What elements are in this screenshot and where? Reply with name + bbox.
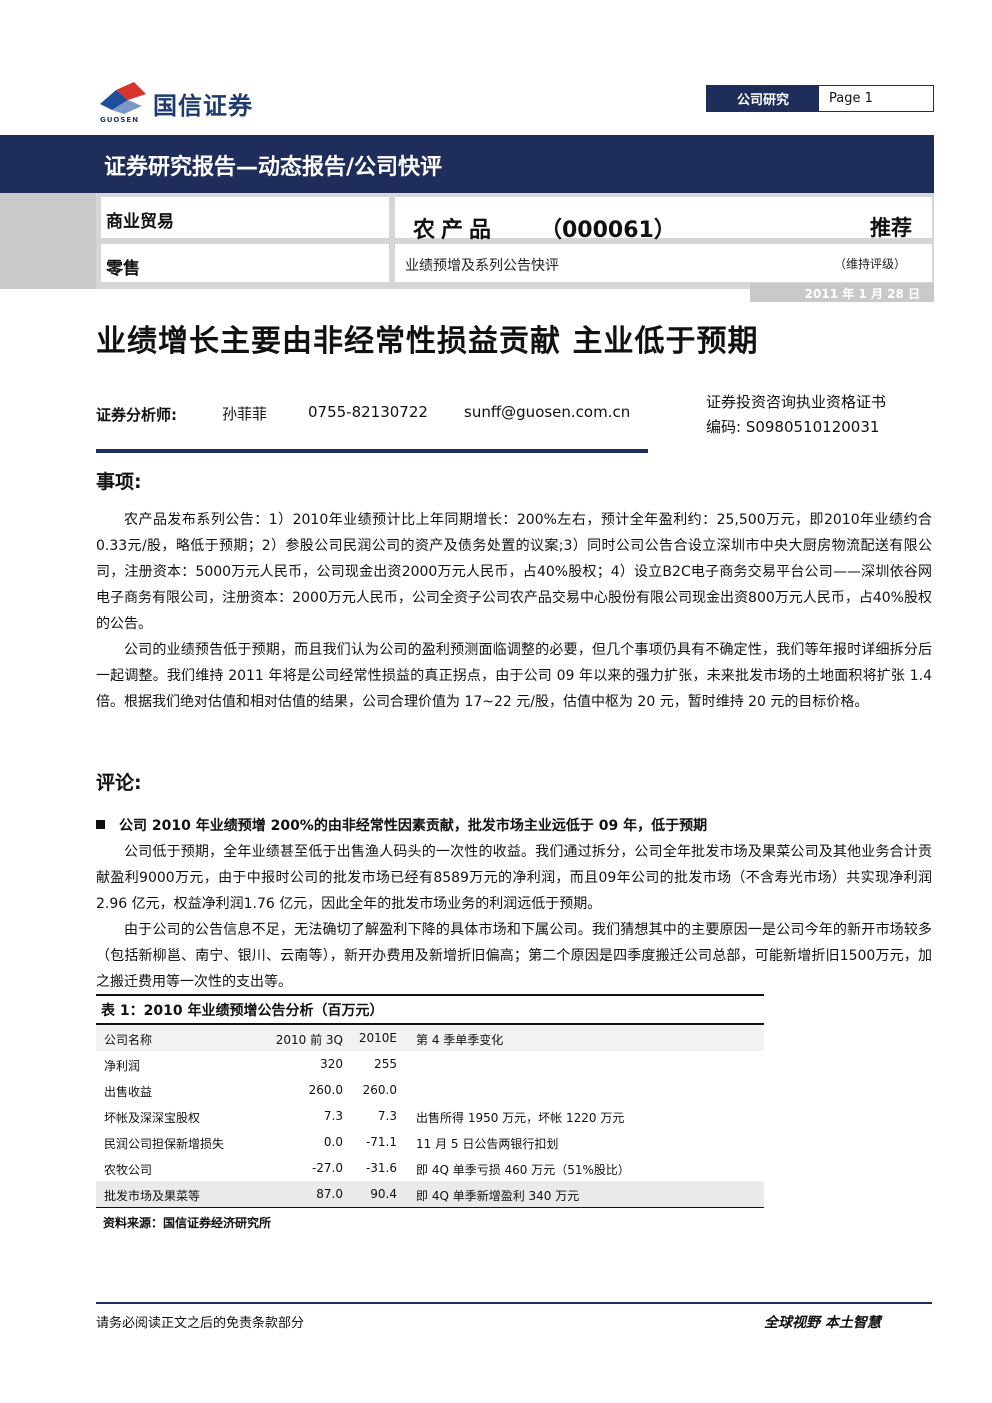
report-type: 证券研究报告—动态报告/公司快评 bbox=[104, 155, 443, 180]
sector-primary: 商业贸易 bbox=[106, 212, 174, 232]
table-cell: 11 月 5 日公告两银行扣划 bbox=[416, 1137, 559, 1151]
cert-label: 证券投资咨询执业资格证书 bbox=[706, 393, 887, 411]
table-cell: 出售收益 bbox=[104, 1085, 153, 1099]
guosen-logo-icon bbox=[100, 82, 146, 114]
page-number: Page 1 bbox=[829, 91, 873, 106]
table-cell: 90.4 bbox=[370, 1187, 397, 1201]
bullet-text: 公司 2010 年业绩预增 200%的由非经常性因素贡献，批发市场主业远低于 0… bbox=[119, 818, 708, 834]
footer-divider bbox=[96, 1302, 932, 1304]
cert-code: 编码: S0980510120031 bbox=[706, 418, 880, 436]
table-cell: 批发市场及果菜等 bbox=[104, 1189, 201, 1203]
table-cell: 320 bbox=[320, 1057, 343, 1071]
comments-bullet: 公司 2010 年业绩预增 200%的由非经常性因素贡献，批发市场主业远低于 0… bbox=[96, 815, 707, 835]
table-cell: 260.0 bbox=[362, 1083, 397, 1097]
table-cell: 出售所得 1950 万元，坏帐 1220 万元 bbox=[416, 1111, 625, 1125]
analyst-email[interactable]: sunff@guosen.com.cn bbox=[464, 403, 631, 421]
events-paragraph: 公司的业绩预告低于预期，而且我们认为公司的盈利预测面临调整的必要，但几个事项仍具… bbox=[96, 642, 932, 710]
table-cell: 即 4Q 单季新增盈利 340 万元 bbox=[416, 1189, 580, 1203]
table-cell: 民润公司担保新增损失 bbox=[104, 1137, 225, 1151]
table-rule bbox=[96, 1023, 764, 1025]
table-cell: 农牧公司 bbox=[104, 1163, 153, 1177]
table-header-bg bbox=[96, 1025, 764, 1051]
sector-secondary: 零售 bbox=[106, 259, 140, 279]
report-category: 公司研究 bbox=[707, 86, 819, 111]
table-row: 净利润 320 255 bbox=[96, 1051, 764, 1077]
comments-paragraph: 由于公司的公告信息不足，无法确切了解盈利下降的具体市场和下属公司。我们猜想其中的… bbox=[96, 922, 932, 990]
bullet-square-icon bbox=[96, 820, 105, 829]
comments-body: 公司低于预期，全年业绩甚至低于出售渔人码头的一次性的收益。我们通过拆分，公司全年… bbox=[96, 839, 932, 995]
table-cell: 0.0 bbox=[323, 1135, 343, 1149]
table-header-cell: 2010 前 3Q bbox=[275, 1033, 343, 1047]
date-bar: 2011 年 1 月 28 日 bbox=[750, 283, 934, 302]
stock-name: 农产品 bbox=[413, 218, 498, 243]
table-cell: 7.3 bbox=[323, 1109, 343, 1123]
table-cell: -71.1 bbox=[365, 1135, 397, 1149]
table-row: 坏帐及深深宝股权 7.3 7.3 出售所得 1950 万元，坏帐 1220 万元 bbox=[96, 1103, 764, 1129]
headline: 业绩增长主要由非经常性损益贡献 主业低于预期 bbox=[96, 324, 759, 359]
table-row: 出售收益 260.0 260.0 bbox=[96, 1077, 764, 1103]
table-cell: 7.3 bbox=[377, 1109, 397, 1123]
table-rule bbox=[96, 994, 764, 996]
report-date: 2011 年 1 月 28 日 bbox=[804, 287, 920, 301]
comments-paragraph: 公司低于预期，全年业绩甚至低于出售渔人码头的一次性的收益。我们通过拆分，公司全年… bbox=[96, 844, 932, 912]
table-cell: -27.0 bbox=[311, 1161, 343, 1175]
table-header-cell: 第 4 季单季变化 bbox=[416, 1033, 504, 1047]
comments-heading: 评论: bbox=[96, 772, 142, 794]
table-cell: 260.0 bbox=[308, 1083, 343, 1097]
table-row: 民润公司担保新增损失 0.0 -71.1 11 月 5 日公告两银行扣划 bbox=[96, 1129, 764, 1155]
table-cell: 即 4Q 单季亏损 460 万元（51%股比） bbox=[416, 1163, 630, 1177]
table-cell: -31.6 bbox=[365, 1161, 397, 1175]
rating-note: （维持评级） bbox=[834, 257, 907, 271]
sector-cell-secondary bbox=[101, 244, 389, 282]
header-gray-left bbox=[0, 193, 96, 289]
table-row: 农牧公司 -27.0 -31.6 即 4Q 单季亏损 460 万元（51%股比） bbox=[96, 1155, 764, 1181]
stock-subtitle: 业绩预增及系列公告快评 bbox=[405, 258, 559, 274]
table-cell: 87.0 bbox=[316, 1187, 343, 1201]
table-header-cell: 公司名称 bbox=[104, 1033, 153, 1047]
footer-disclaimer: 请务必阅读正文之后的免责条款部分 bbox=[96, 1316, 305, 1331]
brand-name: 国信证券 bbox=[153, 92, 253, 120]
table-cell: 净利润 bbox=[104, 1059, 141, 1073]
table-cell: 坏帐及深深宝股权 bbox=[104, 1111, 201, 1125]
stock-code: （000061） bbox=[540, 218, 676, 243]
events-heading: 事项: bbox=[96, 471, 142, 493]
table-rule bbox=[96, 1207, 764, 1208]
analyst-name: 孙菲菲 bbox=[222, 405, 268, 423]
stock-rating: 推荐 bbox=[870, 216, 912, 240]
analyst-label: 证券分析师: bbox=[96, 406, 177, 424]
table-title: 表 1：2010 年业绩预增公告分析（百万元） bbox=[101, 1003, 384, 1019]
report-tag: 公司研究 Page 1 bbox=[706, 85, 934, 112]
analyst-phone: 0755-82130722 bbox=[308, 403, 428, 421]
footer-slogan: 全球视野 本土智慧 bbox=[764, 1315, 881, 1331]
sector-cell-primary bbox=[101, 197, 389, 238]
brand-sub: GUOSEN bbox=[100, 116, 140, 124]
table-header-cell: 2010E bbox=[358, 1031, 397, 1045]
stock-cell-name bbox=[395, 197, 932, 238]
events-body: 农产品发布系列公告：1）2010年业绩预计比上年同期增长：200%左右，预计全年… bbox=[96, 507, 932, 715]
divider bbox=[96, 449, 648, 453]
table-cell: 255 bbox=[374, 1057, 397, 1071]
table-row: 批发市场及果菜等 87.0 90.4 即 4Q 单季新增盈利 340 万元 bbox=[96, 1181, 764, 1207]
report-type-band: 证券研究报告—动态报告/公司快评 bbox=[0, 135, 934, 193]
stock-cell-subtitle bbox=[395, 244, 932, 282]
table-header-row: 公司名称 2010 前 3Q 2010E 第 4 季单季变化 bbox=[96, 1025, 764, 1051]
events-paragraph: 农产品发布系列公告：1）2010年业绩预计比上年同期增长：200%左右，预计全年… bbox=[96, 512, 932, 632]
table-source: 资料来源：国信证券经济研究所 bbox=[103, 1216, 272, 1230]
